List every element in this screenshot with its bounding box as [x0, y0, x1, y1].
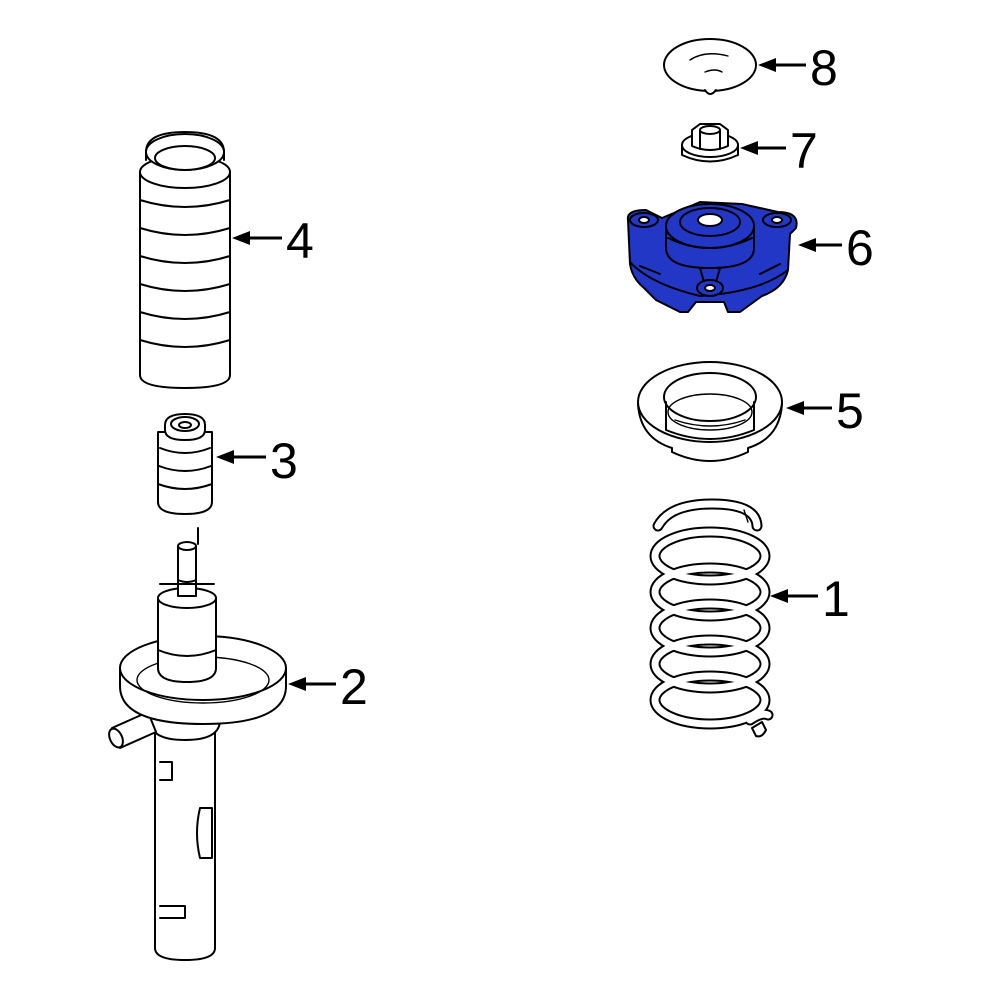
part-6-strut-mount[interactable]	[626, 201, 798, 313]
callout-1: 1	[822, 571, 850, 627]
part-4-dust-boot[interactable]	[139, 131, 231, 389]
arrow-1	[770, 589, 818, 603]
callout-5: 5	[836, 383, 864, 439]
callout-6: 6	[846, 220, 874, 276]
arrow-3	[216, 450, 266, 464]
callout-2: 2	[340, 659, 368, 715]
callout-7: 7	[790, 123, 818, 179]
callout-8: 8	[810, 40, 838, 96]
callout-3: 3	[270, 433, 298, 489]
part-3-bump-stop[interactable]	[157, 413, 213, 515]
callout-arrows	[216, 58, 842, 691]
arrow-8	[758, 58, 806, 72]
part-2-strut-assembly[interactable]	[106, 527, 287, 961]
callout-labels: 4 3 2 8 7 6 5 1	[270, 40, 874, 715]
arrow-5	[786, 401, 832, 415]
callout-4: 4	[286, 213, 314, 269]
arrow-2	[288, 677, 336, 691]
part-7-nut[interactable]	[681, 123, 739, 163]
part-5-spring-seat[interactable]	[637, 361, 783, 462]
part-1-coil-spring[interactable]	[649, 498, 774, 738]
arrow-4	[232, 231, 282, 245]
part-8-cap[interactable]	[663, 38, 757, 95]
arrow-7	[740, 141, 786, 155]
arrow-6	[798, 238, 842, 252]
